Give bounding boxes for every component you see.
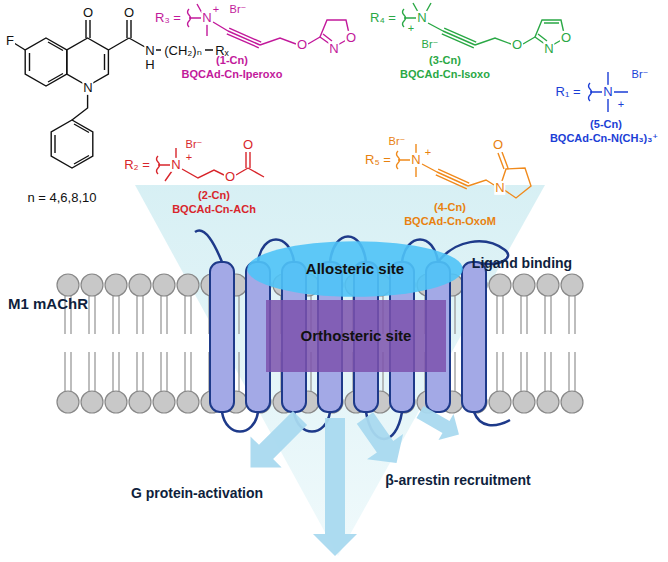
n-values: n = 4,6,8,10 — [27, 191, 96, 205]
atom: F — [5, 34, 15, 48]
counter-ion: Br⁻ — [230, 3, 247, 15]
atom: O — [492, 138, 504, 152]
atom: N — [602, 85, 613, 99]
atom: N — [201, 11, 212, 25]
r-label: R₁ = — [556, 85, 581, 99]
atom: N — [543, 42, 554, 56]
annotation: Ligand binding — [472, 256, 572, 271]
atom: N — [328, 42, 339, 56]
r1-group — [589, 72, 629, 112]
orthosteric-site: Orthosteric site — [266, 300, 446, 372]
atom: H — [144, 58, 155, 72]
r-label: R₄ = — [370, 11, 396, 25]
allosteric-site: Allosteric site — [245, 240, 465, 298]
site-label: Allosteric site — [306, 260, 404, 277]
compound-name: BQCAd-Cn-Isoxo — [400, 68, 490, 80]
compound-number: (1-Cn) — [216, 54, 248, 66]
compound-number: (5-Cn) — [590, 118, 622, 130]
r2-group — [157, 148, 265, 181]
atom: O — [123, 6, 135, 20]
r-label: R₅ = — [365, 153, 391, 167]
charge: + — [408, 22, 414, 34]
chain-label: (CH₂)ₙ — [163, 44, 203, 58]
atom: N — [416, 11, 427, 25]
atom: O — [560, 31, 572, 45]
r-label: R₃ = — [155, 11, 181, 25]
counter-ion: Br⁻ — [389, 135, 406, 147]
quinolone-core — [14, 20, 213, 168]
atom: N — [410, 153, 421, 167]
r-label: R₂ = — [124, 158, 150, 172]
charge: + — [425, 146, 431, 158]
atom: N — [170, 158, 181, 172]
atom: N — [82, 81, 93, 95]
r5-group — [397, 144, 532, 198]
atom: O — [345, 31, 357, 45]
atom: O — [82, 6, 94, 20]
receptor-loops — [195, 231, 510, 439]
receptor-name: M1 mAChR — [8, 296, 88, 313]
compound-name: BQCAd-Cn-Iperoxo — [182, 68, 283, 80]
compound-name: BQCAd-Cn-OxoM — [404, 215, 496, 227]
atom: O — [224, 170, 236, 184]
atom: O — [511, 38, 523, 52]
compound-number: (4-Cn) — [434, 201, 466, 213]
pathway-label: β-arrestin recruitment — [385, 473, 530, 488]
atom: N — [144, 44, 155, 58]
compound-number: (3-Cn) — [429, 54, 461, 66]
r3-group — [188, 4, 351, 48]
counter-ion: Br⁻ — [186, 138, 203, 150]
site-label: Orthosteric site — [301, 327, 412, 344]
pathway-label: G protein-activation — [131, 486, 263, 501]
counter-ion: Br⁻ — [422, 38, 439, 50]
charge: + — [618, 98, 624, 110]
charge: + — [213, 3, 219, 15]
compound-name: BQCAd-Cn-ACh — [172, 203, 256, 215]
atom: O — [242, 138, 254, 152]
compound-number: (2-Cn) — [198, 189, 230, 201]
atom: O — [296, 38, 308, 52]
counter-ion: Br⁻ — [632, 68, 649, 80]
atom: N — [494, 181, 505, 195]
compound-name: BQCAd-Cn-N(CH₃)₃⁺ — [550, 132, 658, 144]
charge: + — [186, 151, 192, 163]
